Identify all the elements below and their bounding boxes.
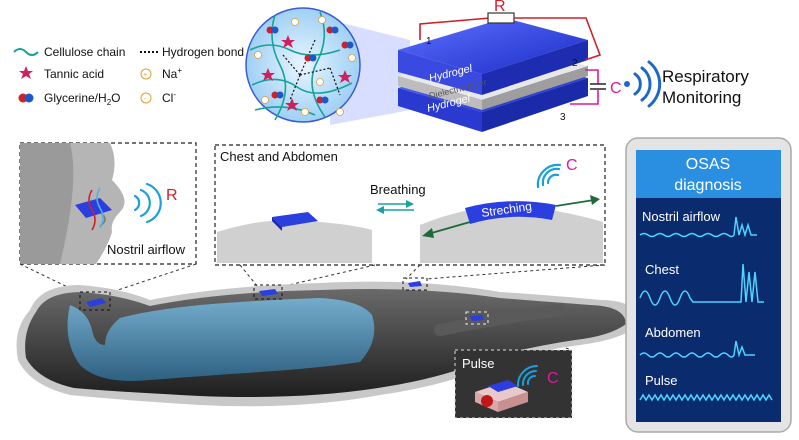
osas-phone: OSAS diagnosis Nostril airflow Chest Abd…: [625, 137, 792, 433]
legend-na-label: Na+: [162, 66, 182, 81]
pulse-waveform: [639, 393, 773, 402]
osas-title: OSAS: [686, 156, 730, 173]
legend-cellulose-label: Cellulose chain: [44, 45, 125, 59]
chest-panel-title: Chest and Abdomen: [220, 149, 338, 164]
resistor-label: R: [494, 0, 506, 15]
na-ion-icon: [140, 68, 152, 80]
molecular-network-zoom: [245, 7, 410, 125]
diagnosis-title: diagnosis: [674, 177, 742, 194]
chest-waveform: [639, 263, 764, 306]
nostril-signal-r: R: [166, 187, 178, 204]
channel-nostril-label: Nostril airflow: [642, 209, 721, 224]
pulse-signal-c: C: [547, 370, 559, 387]
legend: Cellulose chain Hydrogen bond Tannic aci…: [13, 45, 244, 107]
abdomen-waveform: [639, 340, 755, 358]
cellulose-chain-icon: [13, 48, 39, 56]
tannic-acid-star-icon: [19, 66, 33, 79]
patient-body: [16, 277, 640, 407]
nostril-sensor: [75, 198, 112, 218]
channel-pulse-label: Pulse: [645, 373, 678, 388]
stretched-sensor: [465, 201, 556, 224]
svg-text:+: +: [143, 72, 147, 79]
artery-icon: [481, 395, 493, 407]
channel-chest-label: Chest: [645, 262, 679, 277]
monitoring-label: Monitoring: [662, 88, 741, 107]
legend-glycerine-label: Glycerine/H2O: [44, 91, 120, 107]
stretching-label: Streching: [480, 199, 532, 220]
respiratory-label: Respiratory: [662, 67, 749, 86]
nostril-airflow-label: Nostril airflow: [107, 242, 186, 257]
pulse-panel: Pulse C: [454, 349, 573, 419]
nostril-panel: R Nostril airflow: [19, 142, 197, 265]
sensor-device-stack: Hydrogel Dielectric layer Hydrogel R 1 2…: [398, 0, 622, 132]
node-1-label: 1: [426, 36, 432, 47]
legend-cl-label: Cl-: [162, 90, 176, 105]
chest-abdomen-panel: Chest and Abdomen Streching Breathing C: [214, 144, 606, 266]
wireless-signal-icon: [624, 60, 662, 108]
node-2-label: 2: [572, 58, 578, 69]
legend-tannic-label: Tannic acid: [44, 67, 104, 81]
glycerine-icon-blue: [24, 93, 34, 103]
breathing-label: Breathing: [370, 182, 426, 197]
nostril-waveform: [639, 216, 757, 238]
pulse-label: Pulse: [462, 356, 495, 371]
legend-hbond-label: Hydrogen bond: [162, 45, 244, 59]
node-3-label: 3: [560, 112, 566, 123]
cl-ion-icon: [140, 92, 152, 104]
capacitor-label: C: [610, 80, 622, 97]
lungs-airway: [67, 298, 375, 381]
chest-signal-c: C: [566, 157, 578, 174]
channel-abdomen-label: Abdomen: [645, 325, 701, 340]
svg-text:-: -: [144, 96, 147, 103]
